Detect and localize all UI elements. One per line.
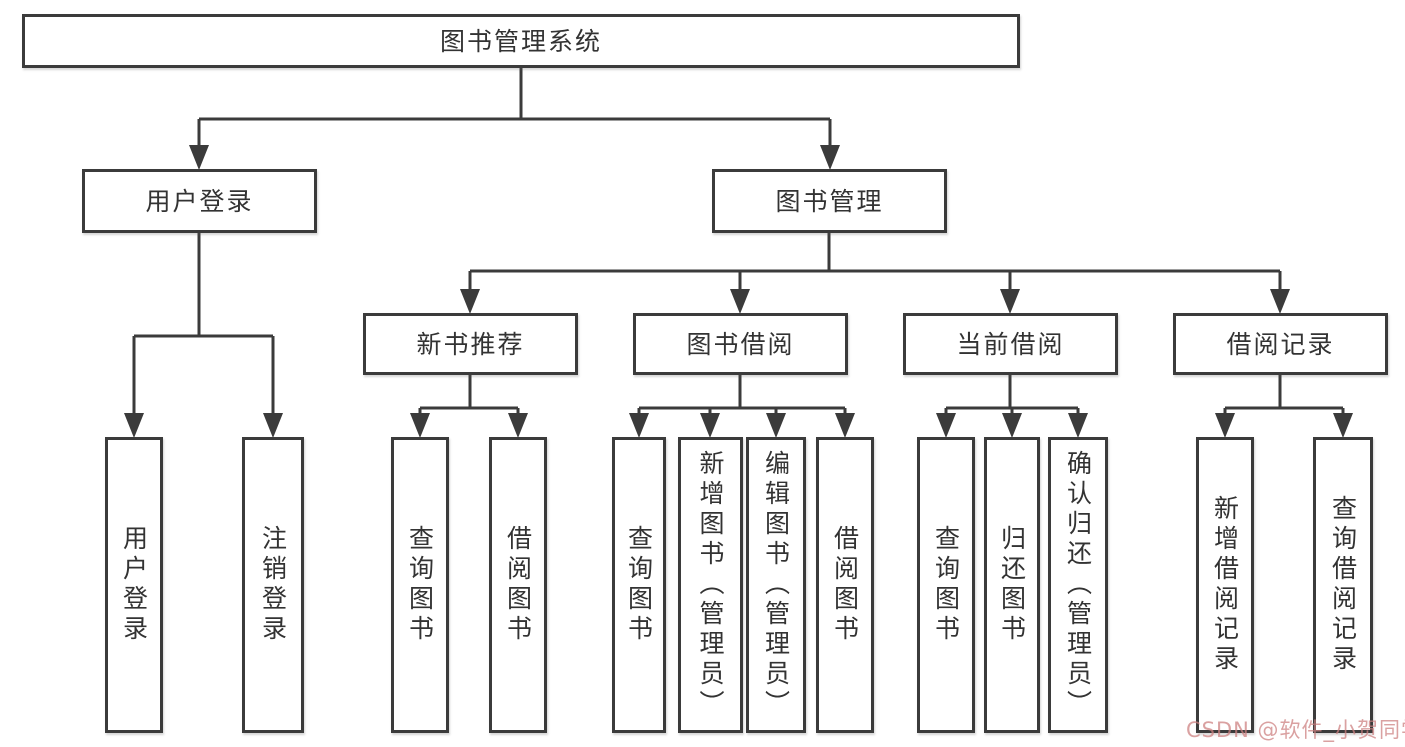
leaf-cb-confirm-return: 确认归还（管理员）	[1048, 437, 1108, 733]
leaf-bb-query-book: 查询图书	[612, 437, 666, 733]
node-book-borrow: 图书借阅	[633, 313, 848, 375]
leaf-br-add-record-label: 新增借阅记录	[1210, 495, 1240, 675]
leaf-nbr-query-book-label: 查询图书	[405, 525, 435, 645]
leaf-logout: 注销登录	[242, 437, 304, 733]
leaf-bb-add-book-label: 新增图书（管理员）	[696, 450, 725, 720]
node-new-book-recommend: 新书推荐	[363, 313, 578, 375]
leaf-nbr-borrow-book: 借阅图书	[489, 437, 547, 733]
node-book-borrow-label: 图书借阅	[686, 329, 795, 359]
node-new-book-recommend-label: 新书推荐	[416, 329, 525, 359]
leaf-cb-return-book-label: 归还图书	[997, 525, 1027, 645]
leaf-bb-borrow-book-label: 借阅图书	[830, 525, 860, 645]
leaf-nbr-query-book: 查询图书	[391, 437, 449, 733]
leaf-cb-query-book: 查询图书	[917, 437, 975, 733]
node-borrow-record: 借阅记录	[1173, 313, 1388, 375]
node-borrow-record-label: 借阅记录	[1226, 329, 1335, 359]
arrowheads	[124, 145, 1353, 438]
leaf-bb-edit-book: 编辑图书（管理员）	[746, 437, 806, 733]
node-current-borrow-label: 当前借阅	[956, 329, 1065, 359]
leaf-cb-confirm-return-label: 确认归还（管理员）	[1063, 450, 1093, 720]
leaf-br-add-record: 新增借阅记录	[1196, 437, 1254, 733]
leaf-nbr-borrow-book-label: 借阅图书	[503, 525, 533, 645]
node-book-management: 图书管理	[712, 169, 947, 233]
leaf-cb-query-book-label: 查询图书	[931, 525, 961, 645]
leaf-br-query-record: 查询借阅记录	[1313, 437, 1373, 733]
csdn-watermark: CSDN @软件_小贺同学	[1186, 718, 1405, 742]
node-book-management-label: 图书管理	[775, 186, 884, 216]
node-root-label: 图书管理系统	[439, 26, 602, 56]
node-root: 图书管理系统	[22, 14, 1020, 68]
leaf-bb-edit-book-label: 编辑图书（管理员）	[761, 450, 791, 720]
leaf-user-login-label: 用户登录	[119, 525, 149, 645]
leaf-bb-add-book: 新增图书（管理员）	[678, 437, 743, 733]
leaf-br-query-record-label: 查询借阅记录	[1328, 495, 1358, 675]
leaf-cb-return-book: 归还图书	[984, 437, 1040, 733]
node-current-borrow: 当前借阅	[903, 313, 1118, 375]
node-user-login-label: 用户登录	[145, 186, 254, 216]
leaf-bb-borrow-book: 借阅图书	[816, 437, 874, 733]
leaf-user-login: 用户登录	[105, 437, 163, 733]
leaf-logout-label: 注销登录	[258, 525, 288, 645]
node-user-login: 用户登录	[82, 169, 317, 233]
leaf-bb-query-book-label: 查询图书	[624, 525, 654, 645]
connector-paths	[132, 68, 1345, 415]
